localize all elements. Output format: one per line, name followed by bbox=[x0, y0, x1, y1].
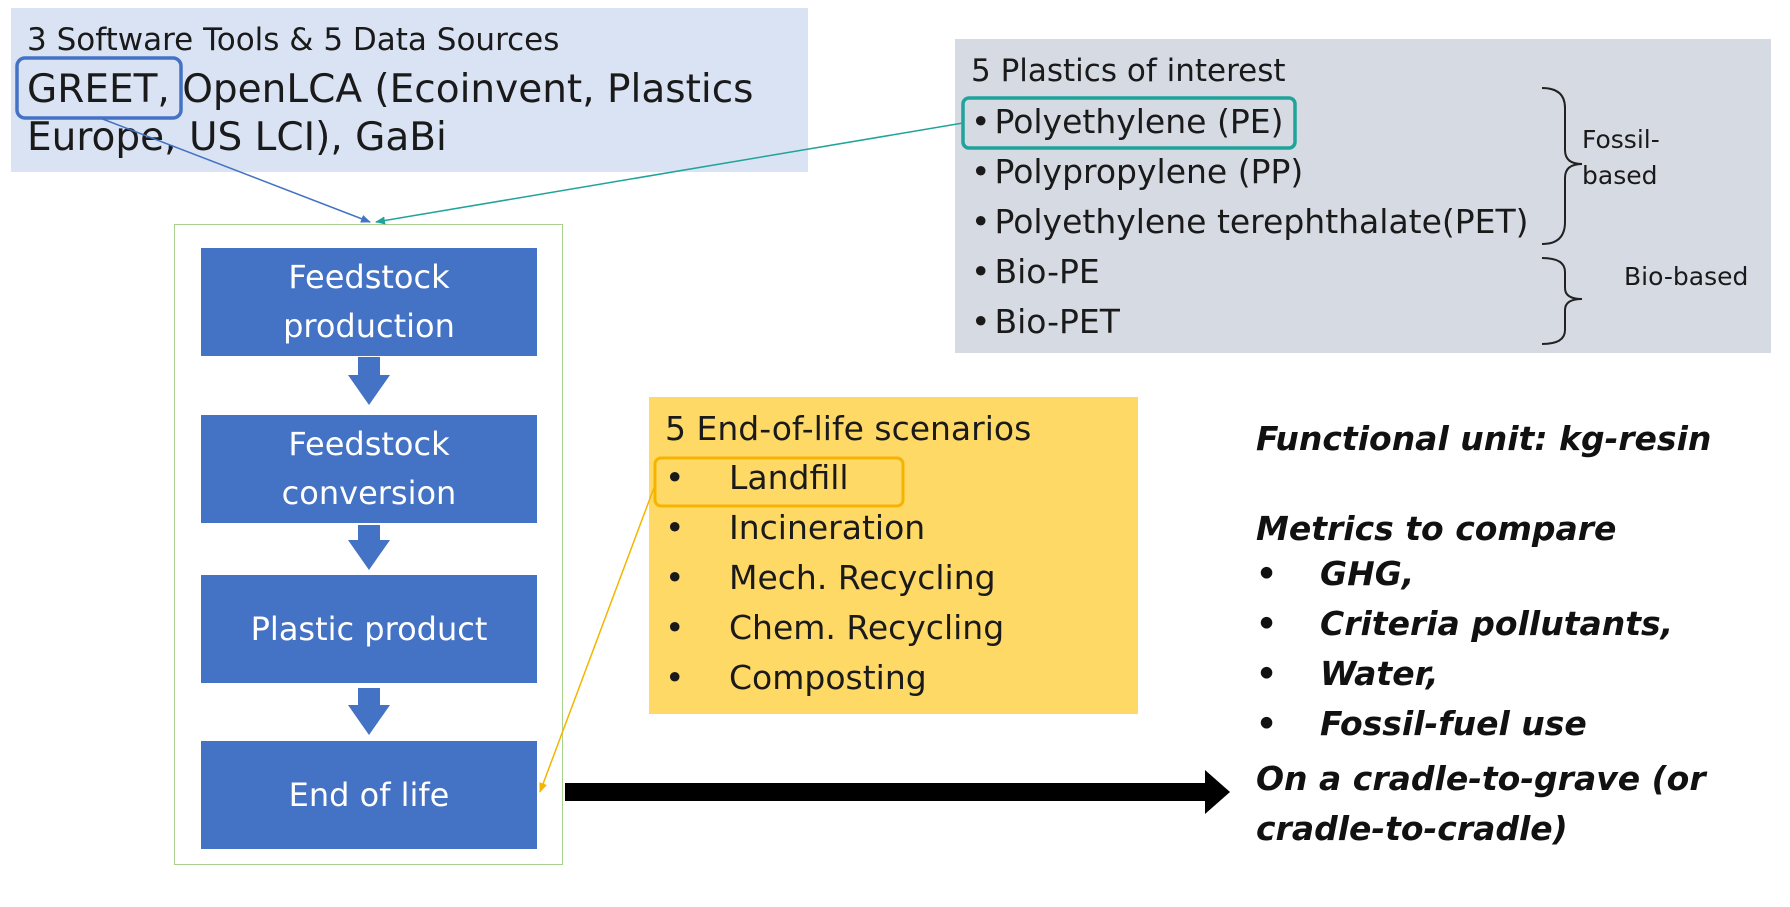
eol-item-label: Composting bbox=[729, 658, 927, 697]
down-arrow-icon bbox=[348, 525, 390, 570]
bio-based-brace bbox=[1541, 257, 1583, 345]
eol-item-label: Landfill bbox=[729, 458, 849, 497]
plastic-item-pet: Polyethylene terephthalate(PET) bbox=[971, 197, 1528, 247]
fossil-based-label-line-1: Fossil- bbox=[1582, 125, 1660, 154]
step-end-of-life-label: End of life bbox=[288, 775, 450, 814]
down-arrow-icon bbox=[348, 688, 390, 735]
eol-item-chem-recycling: • Chem. Recycling bbox=[665, 603, 1004, 653]
end-of-life-box: 5 End-of-life scenarios • Landfill • Incin… bbox=[649, 397, 1138, 714]
fossil-based-label: Fossil- based bbox=[1582, 122, 1660, 194]
step-feedstock-production: Feedstock production bbox=[201, 248, 537, 356]
plastic-item-bio-pe: Bio-PE bbox=[971, 247, 1529, 297]
plastics-title: 5 Plastics of interest bbox=[971, 53, 1286, 89]
metric-item-ghg: • GHG, bbox=[1256, 549, 1673, 599]
bullet: • bbox=[1256, 604, 1278, 643]
metrics-list: • GHG, • Criteria pollutants, • Water, • Fos… bbox=[1256, 549, 1673, 749]
step-end-of-life: End of life bbox=[201, 741, 537, 849]
basis-text-line-1: On a cradle-to-grave (or bbox=[1256, 759, 1706, 798]
basis-text-line-2: cradle-to-cradle) bbox=[1256, 809, 1568, 848]
plastic-item-bio-pet: Bio-PET bbox=[971, 297, 1529, 347]
software-tools-box: 3 Software Tools & 5 Data Sources GREET,… bbox=[11, 8, 808, 172]
step-plastic-product-label: Plastic product bbox=[250, 609, 488, 648]
software-tools-title: 3 Software Tools & 5 Data Sources bbox=[27, 22, 560, 58]
software-tools-line-1: GREET, OpenLCA (Ecoinvent, Plastics bbox=[27, 67, 754, 112]
lifecycle-flow-frame bbox=[174, 224, 563, 865]
metrics-title: Metrics to compare bbox=[1256, 509, 1617, 548]
plastics-box: 5 Plastics of interest Polyethylene (PE)… bbox=[955, 39, 1771, 353]
bullet: • bbox=[1256, 654, 1278, 693]
metric-item-fossil-fuel-use: • Fossil-fuel use bbox=[1256, 699, 1673, 749]
bullet: • bbox=[1256, 704, 1278, 743]
eol-item-landfill: • Landfill bbox=[665, 453, 1004, 503]
eol-item-composting: • Composting bbox=[665, 653, 1004, 703]
bullet: • bbox=[1256, 554, 1278, 593]
end-of-life-title: 5 End-of-life scenarios bbox=[665, 409, 1032, 448]
down-arrow-icon bbox=[348, 357, 390, 405]
eol-item-label: Incineration bbox=[729, 508, 926, 547]
step-feedstock-production-line-2: production bbox=[283, 307, 455, 345]
pe-highlight bbox=[961, 96, 1297, 150]
step-plastic-product: Plastic product bbox=[201, 575, 537, 683]
greet-highlight bbox=[15, 56, 183, 120]
bullet: • bbox=[665, 608, 685, 647]
landfill-to-eol-arrow bbox=[539, 484, 656, 793]
metric-label: GHG, bbox=[1320, 554, 1415, 593]
landfill-highlight bbox=[653, 456, 905, 508]
eol-item-label: Mech. Recycling bbox=[729, 558, 996, 597]
software-tools-list: GREET, OpenLCA (Ecoinvent, Plastics Euro… bbox=[27, 66, 807, 162]
plastic-item-pe: Polyethylene (PE) bbox=[971, 97, 1529, 147]
greet-to-flow-arrow bbox=[99, 117, 371, 223]
end-of-life-list: • Landfill • Incineration • Mech. Recycling… bbox=[665, 453, 1004, 703]
eol-item-incineration: • Incineration bbox=[665, 503, 1004, 553]
bio-based-label: Bio-based bbox=[1624, 262, 1749, 291]
metric-item-criteria-pollutants: • Criteria pollutants, bbox=[1256, 599, 1673, 649]
bullet: • bbox=[665, 508, 685, 547]
plastics-list: Polyethylene (PE) Polypropylene (PP) Pol… bbox=[971, 97, 1529, 347]
result-arrow-icon bbox=[565, 770, 1230, 814]
step-feedstock-conversion: Feedstock conversion bbox=[201, 415, 537, 523]
step-feedstock-conversion-line-2: conversion bbox=[281, 474, 457, 512]
bullet: • bbox=[665, 658, 685, 697]
eol-item-mech-recycling: • Mech. Recycling bbox=[665, 553, 1004, 603]
metric-item-water: • Water, bbox=[1256, 649, 1673, 699]
fossil-based-label-line-2: based bbox=[1582, 161, 1658, 190]
pe-to-flow-arrow bbox=[375, 122, 964, 225]
bullet: • bbox=[665, 458, 685, 497]
metric-label: Water, bbox=[1320, 654, 1439, 693]
step-feedstock-conversion-line-1: Feedstock bbox=[288, 425, 450, 463]
step-feedstock-production-line-1: Feedstock bbox=[288, 258, 450, 296]
plastic-item-pp: Polypropylene (PP) bbox=[971, 147, 1529, 197]
bullet: • bbox=[665, 558, 685, 597]
eol-item-label: Chem. Recycling bbox=[729, 608, 1005, 647]
metric-label: Criteria pollutants, bbox=[1320, 604, 1674, 643]
metric-label: Fossil-fuel use bbox=[1320, 704, 1587, 743]
functional-unit-text: Functional unit: kg-resin bbox=[1256, 419, 1712, 458]
fossil-based-brace bbox=[1541, 87, 1583, 245]
software-tools-line-2: Europe, US LCI), GaBi bbox=[27, 115, 447, 160]
basis-text: On a cradle-to-grave (or cradle-to-cradl… bbox=[1256, 754, 1706, 854]
